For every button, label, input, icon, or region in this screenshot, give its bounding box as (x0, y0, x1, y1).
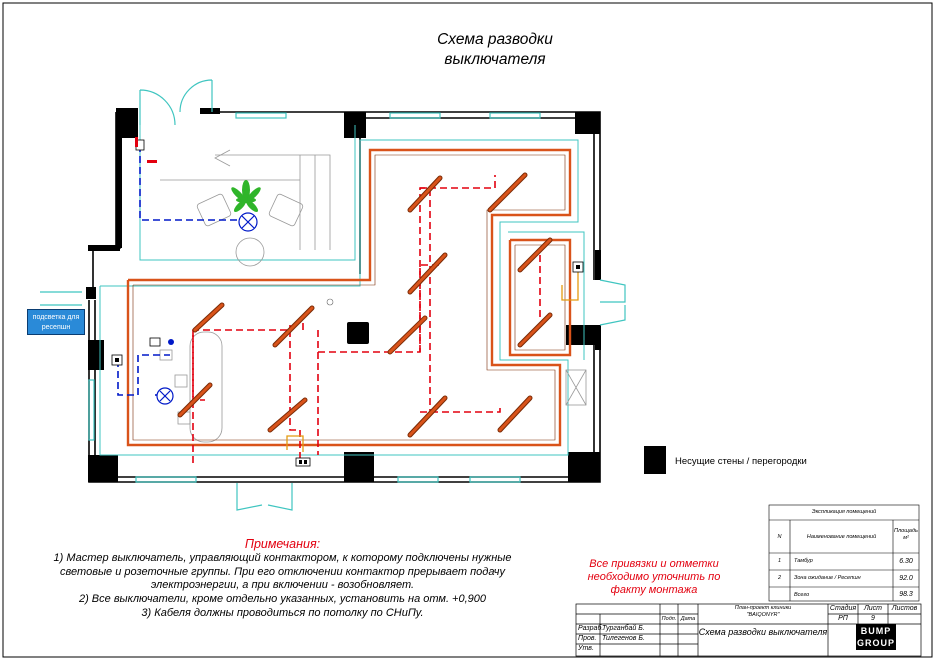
plant-icon (231, 180, 261, 213)
notes-title: Примечания: (244, 537, 321, 551)
explication-total-label: Всего (794, 592, 810, 598)
orange-wires (286, 270, 579, 452)
notes-block: Примечания: 1) Мастер выключатель, управ… (10, 537, 555, 621)
blue-dot-icon (168, 339, 174, 345)
switch-marks (115, 265, 580, 464)
red-tags (135, 137, 157, 163)
explication-row-1-num: 1 (777, 558, 782, 564)
stamp-podp: Подп. (661, 616, 677, 622)
switch-icon (295, 457, 311, 467)
company-logo-line-2: GROUP (856, 638, 895, 648)
stamp-stage: РП (838, 615, 848, 622)
company-logo-line-1: BUMP (860, 626, 892, 636)
drawing-title: Схема разводки выключателя (380, 30, 610, 70)
explication-row-2-num: 2 (777, 575, 782, 581)
stamp-stage-label: Стадия (829, 605, 857, 612)
explication-row-2-name: Зона ожидание / Ресепшн (794, 575, 861, 581)
note-line-3: электроэнергии, а при включении - возобн… (150, 579, 415, 592)
explication-table-grid (768, 504, 920, 602)
stamp-sheet: 9 (871, 615, 875, 622)
note-line-5: 3) Кабеля должны проводиться по потолку … (141, 606, 424, 619)
building-walls (88, 108, 601, 483)
windows (88, 112, 541, 483)
stamp-sheet-name: Схема разводки выключателя (698, 627, 828, 637)
explication-title: Экспликация помещений (811, 509, 877, 515)
title-line-1: Схема разводки (437, 31, 553, 48)
stamp-project: План-проект клиники (734, 605, 792, 611)
explication-total-value: 98.3 (899, 591, 913, 598)
warning-text: Все привязки и отметки необходимо уточни… (587, 558, 721, 596)
stamp-role-3: Утв. (578, 645, 594, 652)
stamp-person-1: Турганбай Б. (602, 625, 645, 632)
load-bearing-wall-swatch (644, 446, 666, 474)
legend-text: Несущие стены / перегородки (675, 456, 807, 467)
wall-fills (86, 108, 601, 482)
stamp-role-1: Разраб. (578, 625, 604, 632)
blue-wiring (117, 145, 250, 396)
note-line-1: 1) Мастер выключатель, управляющий конта… (53, 551, 512, 564)
stamp-data: Дата (680, 616, 696, 622)
stamp-person-2: Тилегенов Б. (602, 635, 645, 642)
explication-header-name: Наименование помещений (806, 534, 877, 540)
company-logo: BUMP GROUP (856, 624, 896, 650)
stamp-sheet-label: Лист (863, 605, 883, 612)
stairs-and-furniture (159, 149, 587, 443)
stamp-sheets-label: Листов (891, 605, 918, 612)
explication-header-area: Площадь м² (894, 528, 918, 541)
switch-icon (149, 337, 161, 347)
explication-row-1-area: 6.30 (899, 558, 913, 565)
explication-row-2-area: 92.0 (899, 575, 913, 582)
small-circle-icon (326, 298, 334, 306)
explication-header-num: N (777, 534, 782, 540)
title-line-2: выключателя (444, 51, 546, 68)
explication-row-1-name: Тамбур (794, 558, 813, 564)
light-fixtures-fill (178, 173, 552, 437)
interior-outline (99, 125, 585, 456)
note-line-2: световые и розеточные группы. При его от… (60, 565, 505, 578)
fan-icon (156, 212, 258, 405)
doors (40, 79, 626, 511)
reception-lighting-label: подсветка для ресепшн (27, 309, 85, 335)
stamp-client: "BAIQONYR" (746, 612, 780, 618)
note-line-4: 2) Все выключатели, кроме отдельно указа… (78, 593, 487, 606)
stamp-role-2: Пров. (578, 635, 597, 642)
